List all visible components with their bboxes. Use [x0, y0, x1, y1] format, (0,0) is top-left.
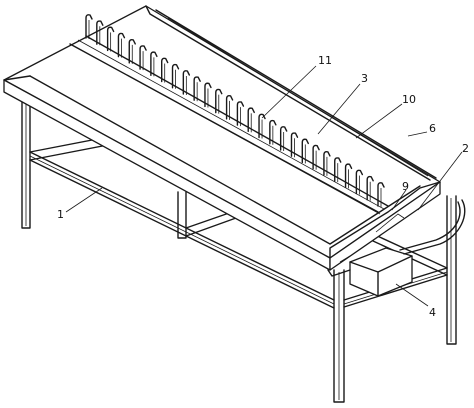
tabletop	[3, 5, 441, 271]
hook-rack	[85, 14, 385, 207]
rack-hook	[301, 138, 309, 164]
rack-hook	[225, 95, 234, 120]
rack-hook	[171, 63, 180, 89]
callout-2: 2	[462, 142, 469, 155]
rack-hook	[215, 88, 223, 114]
leader-3	[317, 83, 361, 135]
leader-2	[417, 151, 463, 211]
rack-hook	[258, 113, 266, 139]
rack-hook	[106, 26, 115, 52]
leg-front-right	[333, 269, 345, 403]
leader-6	[407, 131, 428, 137]
callout-10: 10	[402, 93, 416, 106]
tabletop-end-face	[329, 181, 441, 271]
rack-hook	[96, 20, 104, 45]
callout-9: 9	[402, 180, 409, 193]
leg-back-right	[446, 195, 457, 345]
leader-9	[391, 189, 407, 211]
leg-middle	[177, 191, 187, 239]
leader-1	[65, 187, 103, 213]
rack-hook	[204, 82, 212, 108]
rack-hook	[377, 182, 385, 207]
leader-11	[261, 65, 317, 119]
rack-hook	[269, 119, 277, 145]
rack-hook	[355, 169, 364, 195]
rack-hook	[236, 101, 245, 126]
rack-hook	[161, 57, 169, 83]
rack-hook	[85, 14, 93, 39]
rack-hook	[247, 107, 255, 133]
rack-hook	[182, 70, 191, 95]
rack-hook	[366, 175, 374, 201]
rack-hook	[128, 39, 136, 64]
callout-11: 11	[318, 54, 332, 67]
callout-3: 3	[361, 72, 368, 85]
rack-hook	[279, 126, 288, 151]
rack-hook	[117, 32, 126, 58]
callout-4: 4	[429, 306, 436, 319]
rack-hook	[323, 151, 331, 176]
rack-hook	[139, 45, 147, 70]
rack-hook	[344, 163, 353, 189]
callout-1: 1	[57, 208, 64, 221]
leg-front-left	[21, 101, 31, 229]
rack-hook	[334, 157, 342, 182]
rack-hook	[312, 144, 320, 170]
hose	[327, 199, 466, 277]
callouts: 11 3 10 6 2 9 1 4	[57, 54, 469, 319]
callout-6: 6	[429, 122, 436, 135]
rack-hook	[193, 76, 201, 101]
rack-hook	[150, 51, 158, 77]
rack-hook	[290, 132, 299, 157]
leader-10	[355, 103, 403, 139]
leader-4	[395, 283, 429, 307]
